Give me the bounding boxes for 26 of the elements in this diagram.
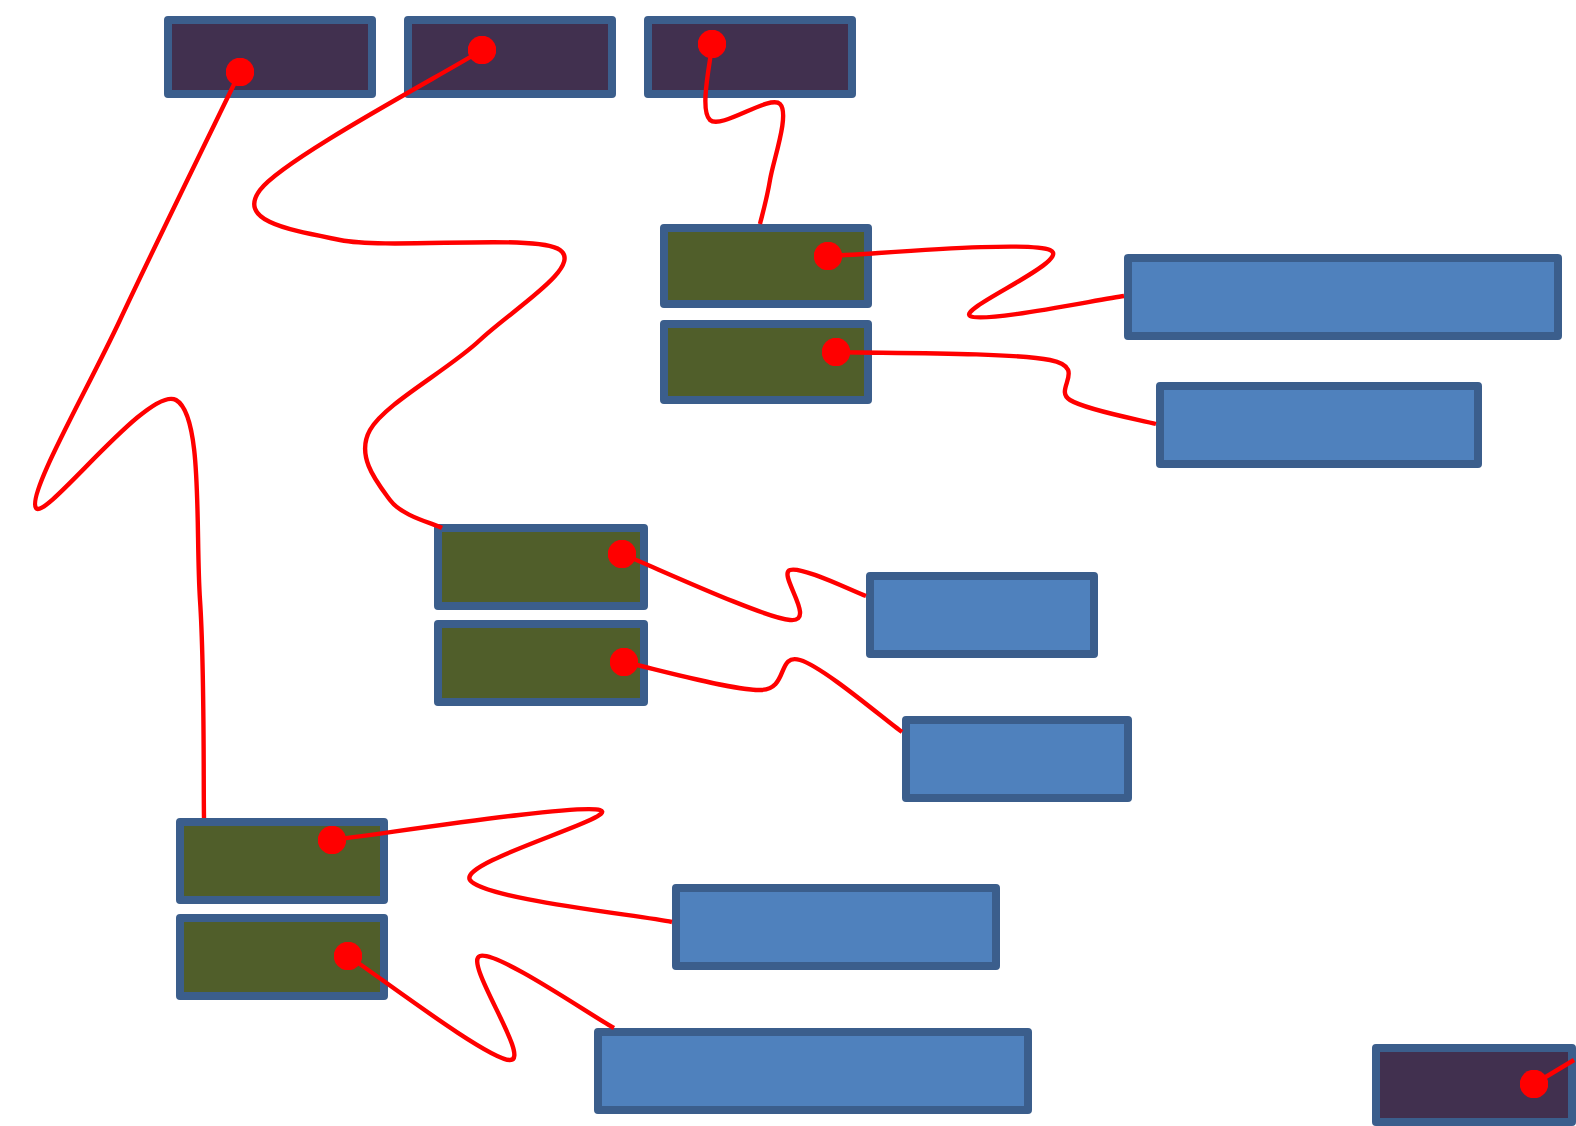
box xyxy=(434,620,648,706)
box xyxy=(594,1028,1032,1114)
box xyxy=(404,16,616,98)
box xyxy=(176,818,388,904)
connector-line xyxy=(813,241,1125,320)
box xyxy=(672,884,1000,970)
box xyxy=(644,16,856,98)
box xyxy=(660,320,872,404)
connector-line xyxy=(252,35,567,531)
box xyxy=(866,572,1098,658)
box xyxy=(902,716,1132,802)
box xyxy=(1124,254,1562,340)
connector-line xyxy=(697,29,786,225)
connector-line xyxy=(33,57,255,819)
connector-line xyxy=(1519,1058,1576,1099)
box xyxy=(176,914,388,1000)
connector-line xyxy=(607,539,867,623)
connector-line xyxy=(609,647,904,734)
connector-line xyxy=(333,941,616,1063)
box xyxy=(1372,1044,1576,1126)
box xyxy=(660,224,872,308)
connector-line xyxy=(821,337,1157,427)
box xyxy=(1156,382,1482,468)
box xyxy=(164,16,376,98)
box xyxy=(434,524,648,610)
connector-line xyxy=(317,806,673,925)
